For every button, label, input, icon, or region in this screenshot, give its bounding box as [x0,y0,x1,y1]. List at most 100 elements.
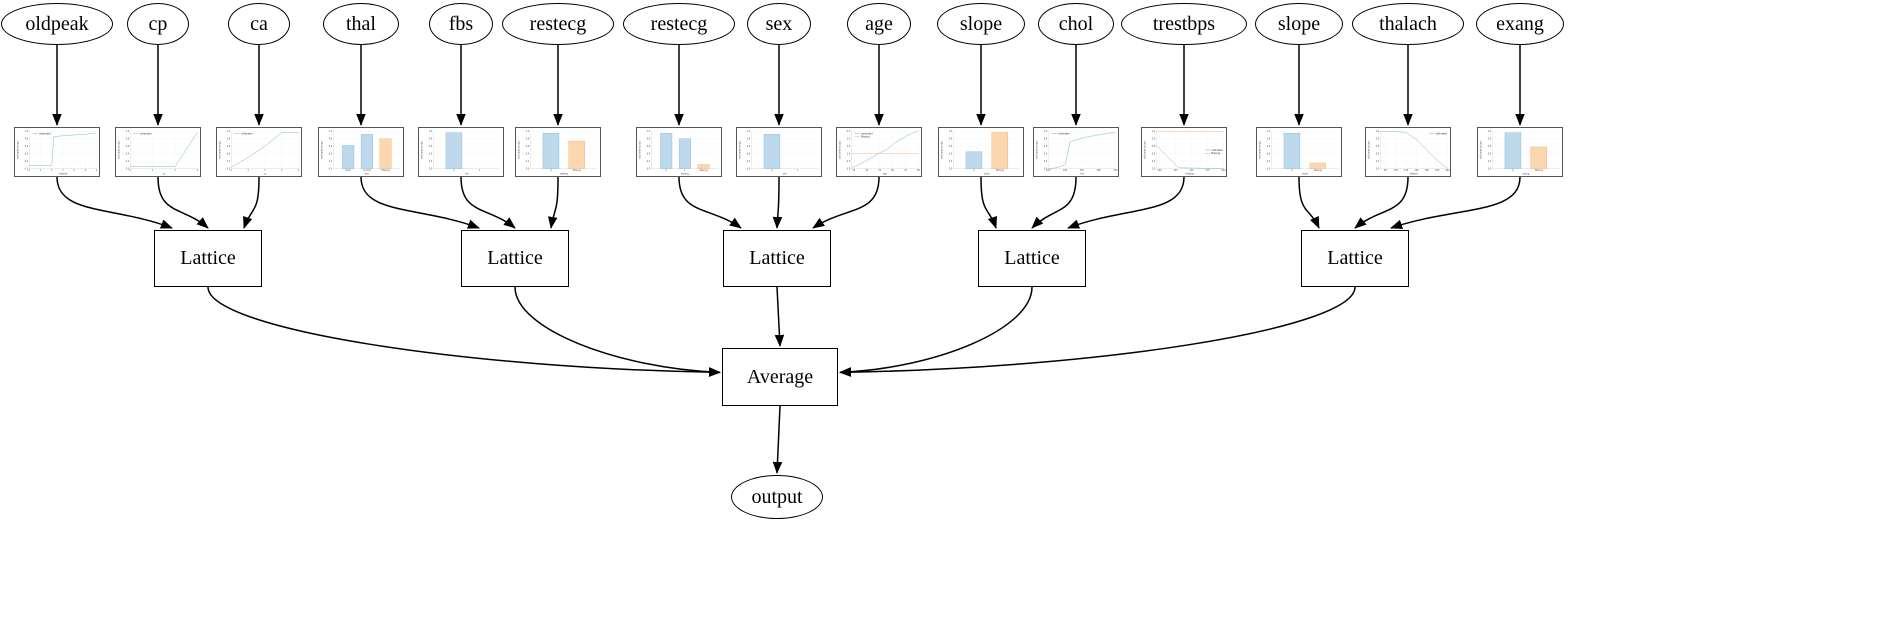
feature-node-thal-3[interactable]: thal [323,3,399,45]
lattice-node-2[interactable]: Lattice [723,230,831,287]
svg-text:ca: ca [264,173,267,176]
svg-text:175: 175 [1205,169,1210,172]
feature-node-slope-12[interactable]: slope [1255,3,1343,45]
lattice-node-3[interactable]: Lattice [978,230,1086,287]
svg-text:0.0: 0.0 [747,167,751,170]
svg-text:calibrated output: calibrated output [518,141,521,160]
svg-text:0.6: 0.6 [1152,145,1156,148]
feature-node-chol-10[interactable]: chol [1038,3,1114,45]
svg-text:0.4: 0.4 [1267,152,1271,155]
lattice-node-0[interactable]: Lattice [154,230,262,287]
feature-node-cp-1[interactable]: cp [127,3,189,45]
svg-text:0.6: 0.6 [25,145,29,148]
output-node[interactable]: output [731,475,823,519]
svg-text:40: 40 [865,169,868,172]
svg-text:slope: slope [984,173,990,176]
svg-text:0: 0 [1291,169,1293,172]
svg-text:6: 6 [96,169,98,172]
svg-text:60: 60 [891,169,894,172]
svg-text:0.2: 0.2 [25,160,29,163]
feature-node-thalach-13[interactable]: thalach [1351,3,1465,45]
svg-text:0.8: 0.8 [429,138,433,141]
svg-text:30: 30 [852,169,855,172]
svg-text:calibrated output: calibrated output [219,141,222,160]
svg-text:4: 4 [298,169,300,172]
feature-node-age-8[interactable]: age [847,3,911,45]
svg-text:120: 120 [1404,169,1409,172]
svg-text:1.0: 1.0 [227,130,231,133]
svg-text:0.0: 0.0 [847,167,851,170]
svg-text:0.4: 0.4 [1488,152,1492,155]
lattice-node-1[interactable]: Lattice [461,230,569,287]
svg-text:0.8: 0.8 [126,138,130,141]
feature-node-ca-2[interactable]: ca [228,3,290,45]
svg-text:0.2: 0.2 [1044,160,1048,163]
svg-text:calibrated output: calibrated output [321,141,324,160]
svg-text:180: 180 [1435,169,1440,172]
svg-text:0.8: 0.8 [1267,138,1271,141]
svg-text:1.0: 1.0 [847,152,851,155]
svg-text:0.4: 0.4 [1152,152,1156,155]
svg-text:calibrated: calibrated [861,132,873,135]
average-node[interactable]: Average [722,348,838,406]
svg-text:1.0: 1.0 [429,130,433,133]
svg-text:0.8: 0.8 [329,138,333,141]
svg-text:1: 1 [152,169,154,172]
svg-text:1: 1 [684,169,686,172]
svg-text:0: 0 [231,169,233,172]
svg-text:0.8: 0.8 [25,138,29,141]
feature-node-restecg-5[interactable]: restecg [501,3,615,45]
svg-text:calibrated output: calibrated output [118,141,121,160]
svg-text:160: 160 [1425,169,1430,172]
feature-node-exang-14[interactable]: exang [1476,3,1564,45]
svg-text:0.6: 0.6 [126,145,130,148]
svg-text:70: 70 [904,169,907,172]
lattice-node-4[interactable]: Lattice [1301,230,1409,287]
svg-text:0.4: 0.4 [227,152,231,155]
svg-text:0.8: 0.8 [1044,138,1048,141]
svg-text:1.0: 1.0 [647,130,651,133]
feature-node-restecg-6[interactable]: restecg [622,3,736,45]
svg-text:0.0: 0.0 [1044,167,1048,170]
svg-text:cp: cp [163,173,166,176]
feature-node-oldpeak-0[interactable]: oldpeak [0,3,114,45]
feature-node-sex-7[interactable]: sex [747,3,811,45]
svg-text:0.0: 0.0 [1376,167,1380,170]
svg-text:1.5: 1.5 [847,145,851,148]
svg-text:500: 500 [1113,169,1118,172]
svg-text:0.2: 0.2 [1488,160,1492,163]
svg-text:1.0: 1.0 [126,130,130,133]
svg-text:0: 0 [1512,169,1514,172]
feature-node-fbs-4[interactable]: fbs [429,3,493,45]
svg-text:calibrated output: calibrated output [1259,141,1262,160]
svg-text:0.2: 0.2 [1267,160,1271,163]
feature-node-slope-9[interactable]: slope [937,3,1025,45]
svg-text:3: 3 [62,169,64,172]
svg-text:80: 80 [1384,169,1387,172]
feature-node-trestbps-11[interactable]: trestbps [1121,3,1247,45]
svg-text:1.0: 1.0 [1267,130,1271,133]
svg-text:Missing: Missing [573,169,582,172]
svg-text:0.0: 0.0 [25,167,29,170]
